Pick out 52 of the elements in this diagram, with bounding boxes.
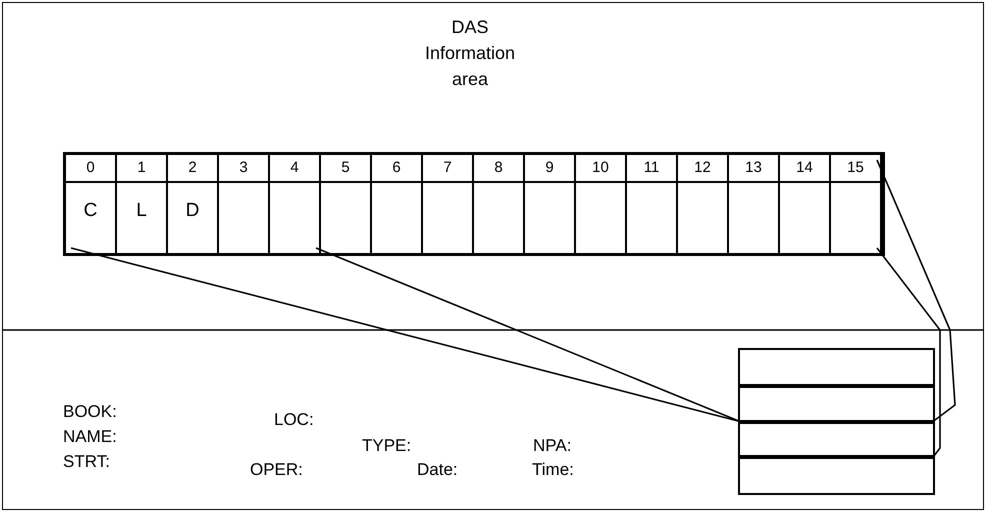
projection-line (876, 160, 956, 422)
register-cell (270, 155, 321, 253)
projection-line (316, 247, 740, 422)
bit-number: 15 (831, 155, 880, 183)
register-cell (627, 155, 678, 253)
field-label: BOOK: (63, 402, 117, 422)
projection-line (876, 248, 941, 458)
bit-number: 7 (423, 155, 472, 183)
bit-number: 5 (321, 155, 370, 183)
bit-number: 9 (525, 155, 574, 183)
bit-number: 6 (372, 155, 421, 183)
field-row (738, 420, 935, 460)
register-cell (831, 155, 882, 253)
field-label: Time: (532, 460, 574, 480)
bit-number: 8 (474, 155, 523, 183)
cell-letter: D (184, 199, 200, 223)
register-cell (219, 155, 270, 253)
cell-letter: C (82, 199, 98, 223)
bit-number: 0 (66, 155, 115, 183)
field-row (738, 384, 935, 424)
field-label: LOC: (274, 410, 314, 430)
bit-number: 3 (219, 155, 268, 183)
register-cell (576, 155, 627, 253)
bit-number: 14 (780, 155, 829, 183)
field-label: TYPE: (362, 436, 412, 456)
field-label: OPER: (250, 460, 303, 480)
register-cell (372, 155, 423, 253)
register-cell (525, 155, 576, 253)
bit-number: 2 (168, 155, 217, 183)
bit-number: 13 (729, 155, 778, 183)
field-label: Date: (417, 460, 458, 480)
bit-number: 10 (576, 155, 625, 183)
register-cell (729, 155, 780, 253)
register-cell (168, 155, 219, 253)
bit-number: 1 (117, 155, 166, 183)
field-label: STRT: (63, 452, 110, 472)
register-cell (474, 155, 525, 253)
cell-letter: L (135, 199, 148, 223)
register-cell (66, 155, 117, 253)
field-label: NAME: (63, 427, 117, 447)
field-label: NPA: (533, 436, 572, 456)
area-title: DAS Information area (424, 16, 516, 91)
register-cell (423, 155, 474, 253)
register-bar (63, 152, 885, 256)
projection-line (70, 247, 740, 422)
register-cell (117, 155, 168, 253)
register-cell (678, 155, 729, 253)
bit-number: 12 (678, 155, 727, 183)
bit-number: 11 (627, 155, 676, 183)
bit-number: 4 (270, 155, 319, 183)
register-cell (780, 155, 831, 253)
register-cell (321, 155, 372, 253)
